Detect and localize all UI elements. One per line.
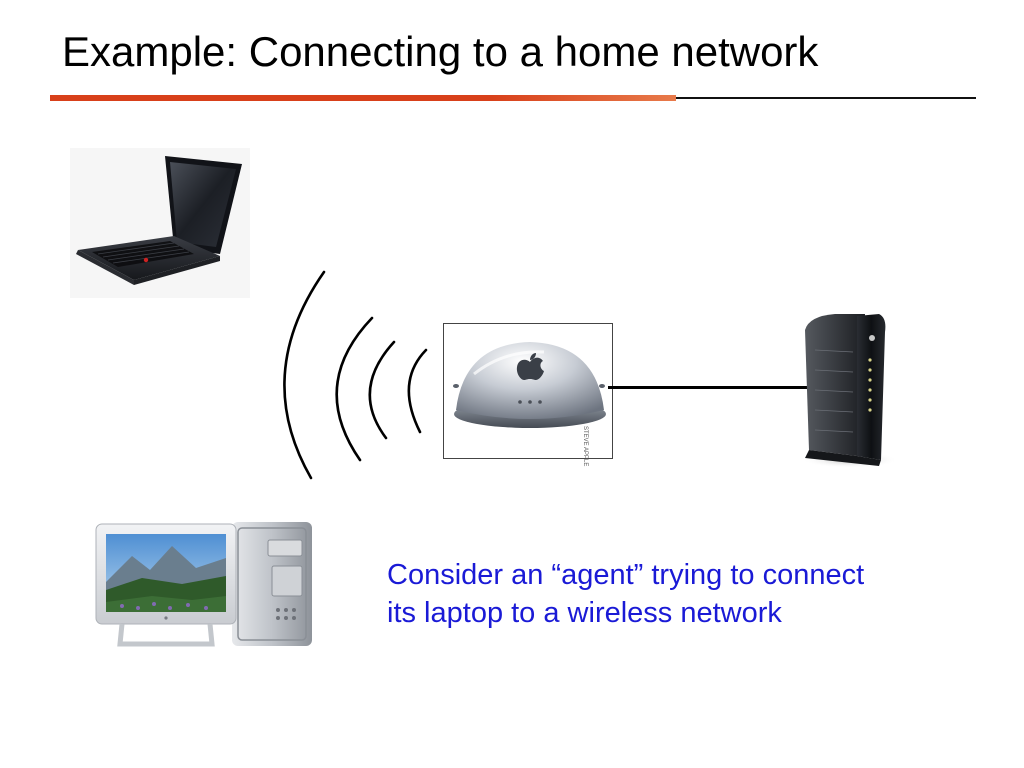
title-rule [50, 95, 976, 101]
slide-title: Example: Connecting to a home network [62, 28, 819, 75]
laptop-icon [70, 148, 250, 298]
base-station-frame: STEVE APPLE [443, 323, 613, 466]
caption-text: Consider an “agent” trying to connect it… [387, 556, 987, 632]
wireless-signal-icon [283, 270, 428, 480]
caption-line-2: its laptop to a wireless network [387, 597, 782, 629]
desktop-computer-icon [95, 522, 312, 647]
caption-line-1: Consider an “agent” trying to connect [387, 559, 865, 591]
title-rule-line [676, 97, 976, 99]
ethernet-cable-line [608, 386, 808, 389]
wireless-base-station-icon [453, 342, 606, 428]
title-rule-accent [50, 95, 676, 101]
cable-modem-icon [802, 314, 895, 468]
image-credit: STEVE APPLE [582, 426, 588, 467]
